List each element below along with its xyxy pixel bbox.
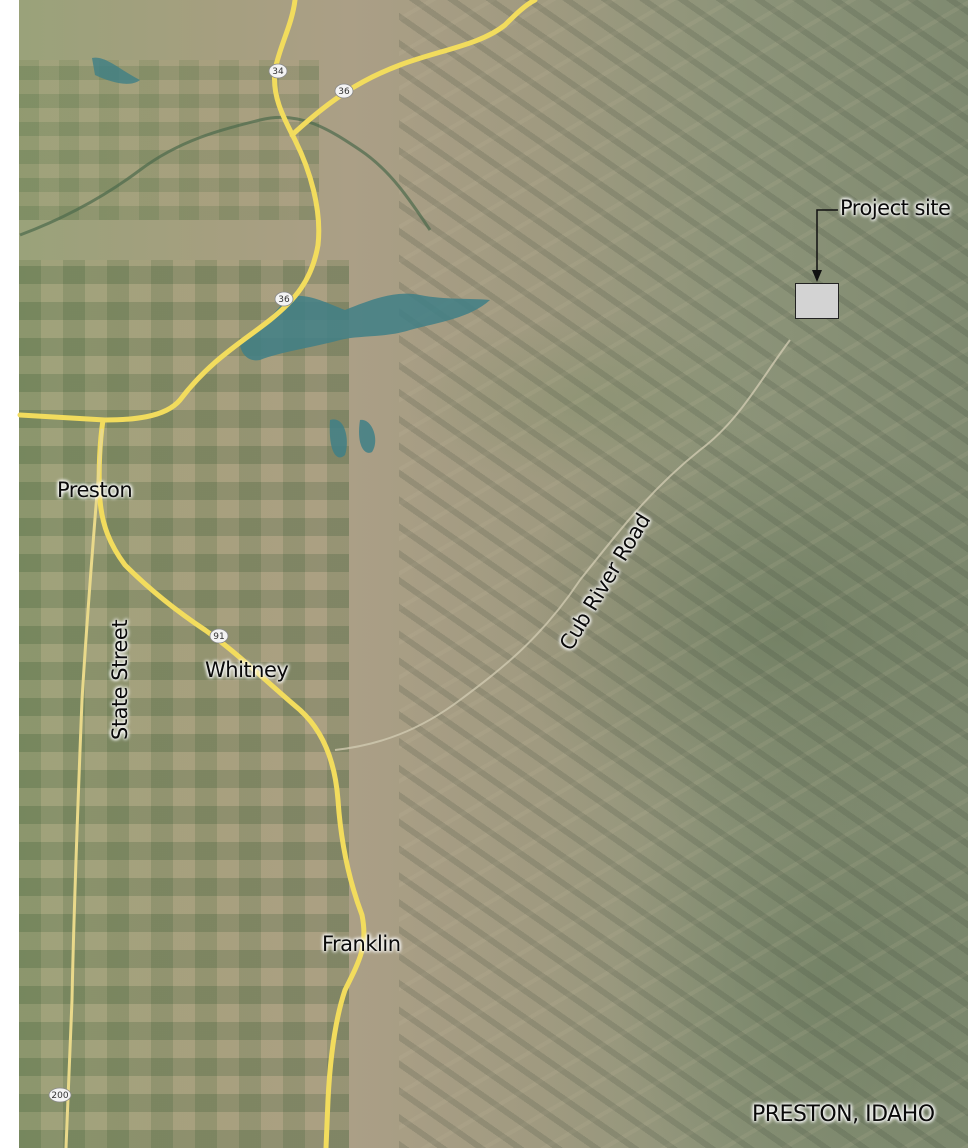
- project-site-leader: [816, 209, 838, 278]
- svg-text:34: 34: [272, 67, 284, 77]
- route-shield-36: 36: [334, 83, 354, 99]
- farmland-north: [19, 60, 319, 220]
- svg-text:36: 36: [278, 295, 290, 305]
- project-site-label: Project site: [840, 196, 951, 220]
- pond: [359, 419, 376, 453]
- route-shield-36: 36: [274, 291, 294, 307]
- map-title: PRESTON, IDAHO: [752, 1102, 935, 1127]
- svg-text:36: 36: [338, 87, 350, 97]
- state-street: [64, 428, 104, 1148]
- cub-river-road-line: [334, 339, 791, 751]
- river: [19, 115, 432, 237]
- town-label-preston: Preston: [57, 478, 133, 502]
- aerial-map: [19, 0, 968, 1148]
- route-shield-200: 200: [48, 1087, 72, 1103]
- highway-34: [17, 0, 322, 423]
- pond: [329, 419, 347, 458]
- arrow-icon: [812, 270, 822, 282]
- highway-91: [96, 417, 367, 1148]
- route-shield-91: 91: [209, 628, 229, 644]
- town-label-franklin: Franklin: [322, 932, 401, 956]
- town-label-whitney: Whitney: [205, 658, 289, 682]
- route-shield-34: 34: [268, 63, 288, 79]
- svg-text:91: 91: [213, 632, 224, 642]
- mountain-terrain: [399, 0, 968, 1148]
- project-site-marker: [795, 283, 839, 319]
- svg-text:200: 200: [51, 1091, 68, 1101]
- highway-network: [17, 0, 538, 1148]
- road-label-state-street: State Street: [108, 619, 132, 740]
- highway-36: [289, 0, 538, 138]
- pond: [92, 57, 140, 84]
- reservoir: [240, 293, 490, 361]
